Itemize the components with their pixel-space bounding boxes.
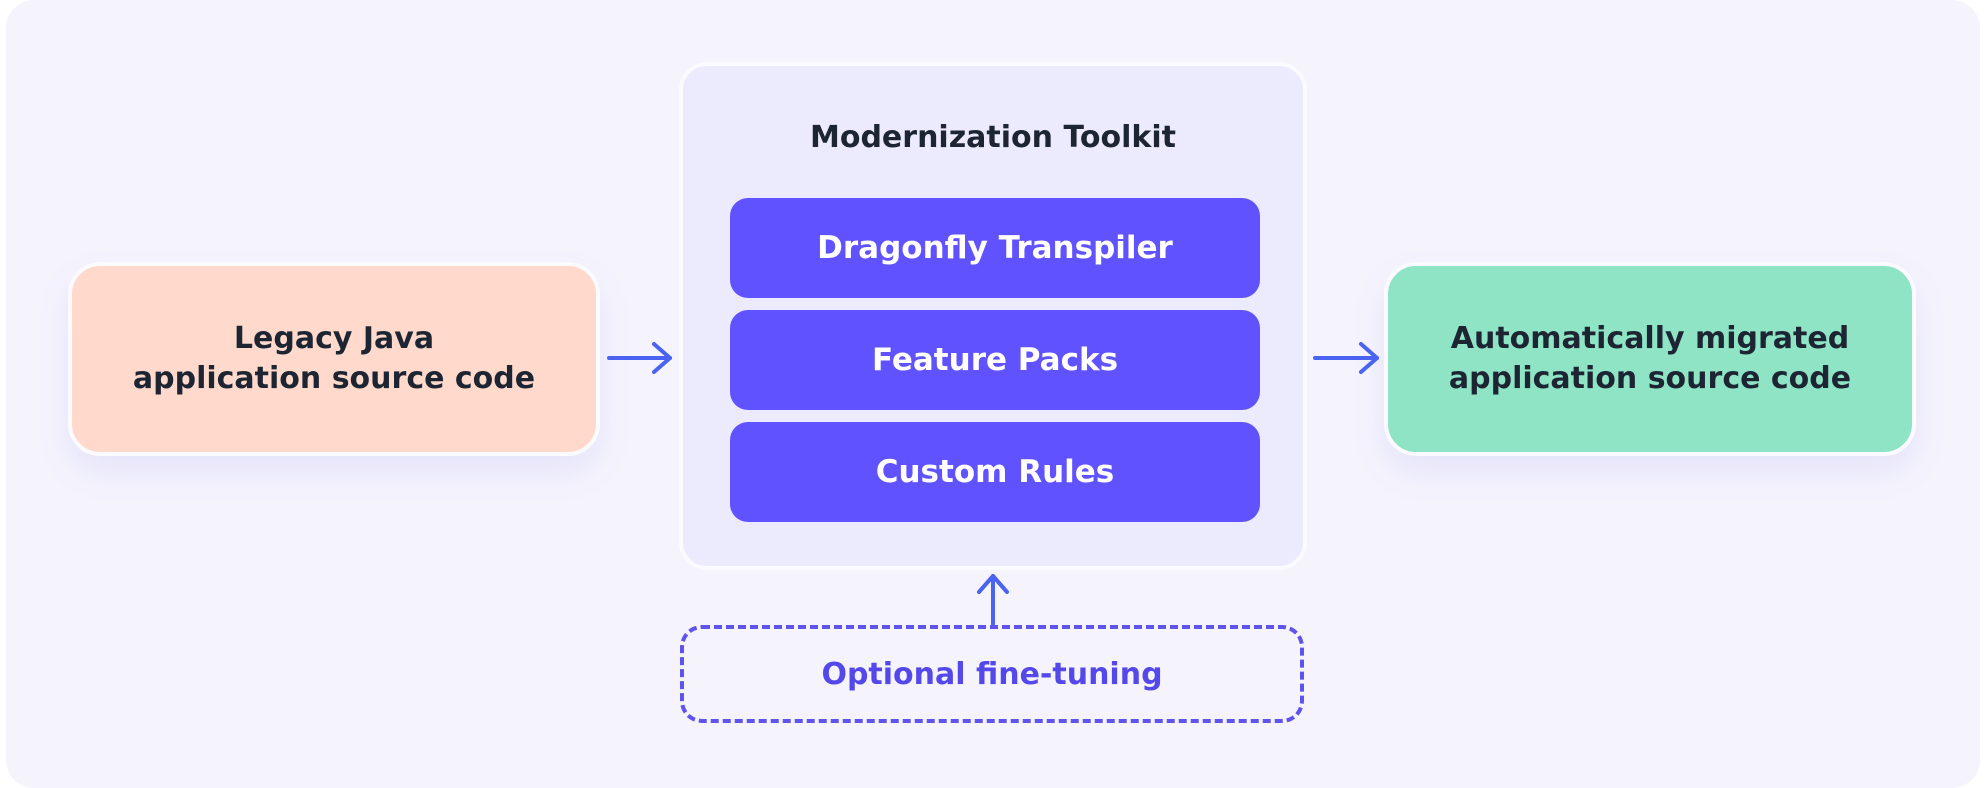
legacy-source-line-2: application source code xyxy=(132,361,536,396)
migrated-target-label: Automatically migrated application sourc… xyxy=(1449,319,1851,399)
modernization-toolkit-container: Modernization Toolkit Dragonfly Transpil… xyxy=(679,62,1307,570)
legacy-source-node: Legacy Java application source code xyxy=(68,262,600,456)
legacy-source-label: Legacy Java application source code xyxy=(133,319,535,399)
optional-fine-tuning-node: Optional fine-tuning xyxy=(680,625,1304,723)
migrated-target-line-2: application source code xyxy=(1448,361,1852,396)
tool-item-custom-rules: Custom Rules xyxy=(730,422,1260,522)
tool-item-feature-packs: Feature Packs xyxy=(730,310,1260,410)
toolkit-title: Modernization Toolkit xyxy=(809,120,1177,155)
migrated-target-line-1: Automatically migrated xyxy=(1450,321,1850,356)
legacy-source-line-1: Legacy Java xyxy=(233,321,435,356)
migrated-target-node: Automatically migrated application sourc… xyxy=(1384,262,1916,456)
tool-item-dragonfly-transpiler: Dragonfly Transpiler xyxy=(730,198,1260,298)
